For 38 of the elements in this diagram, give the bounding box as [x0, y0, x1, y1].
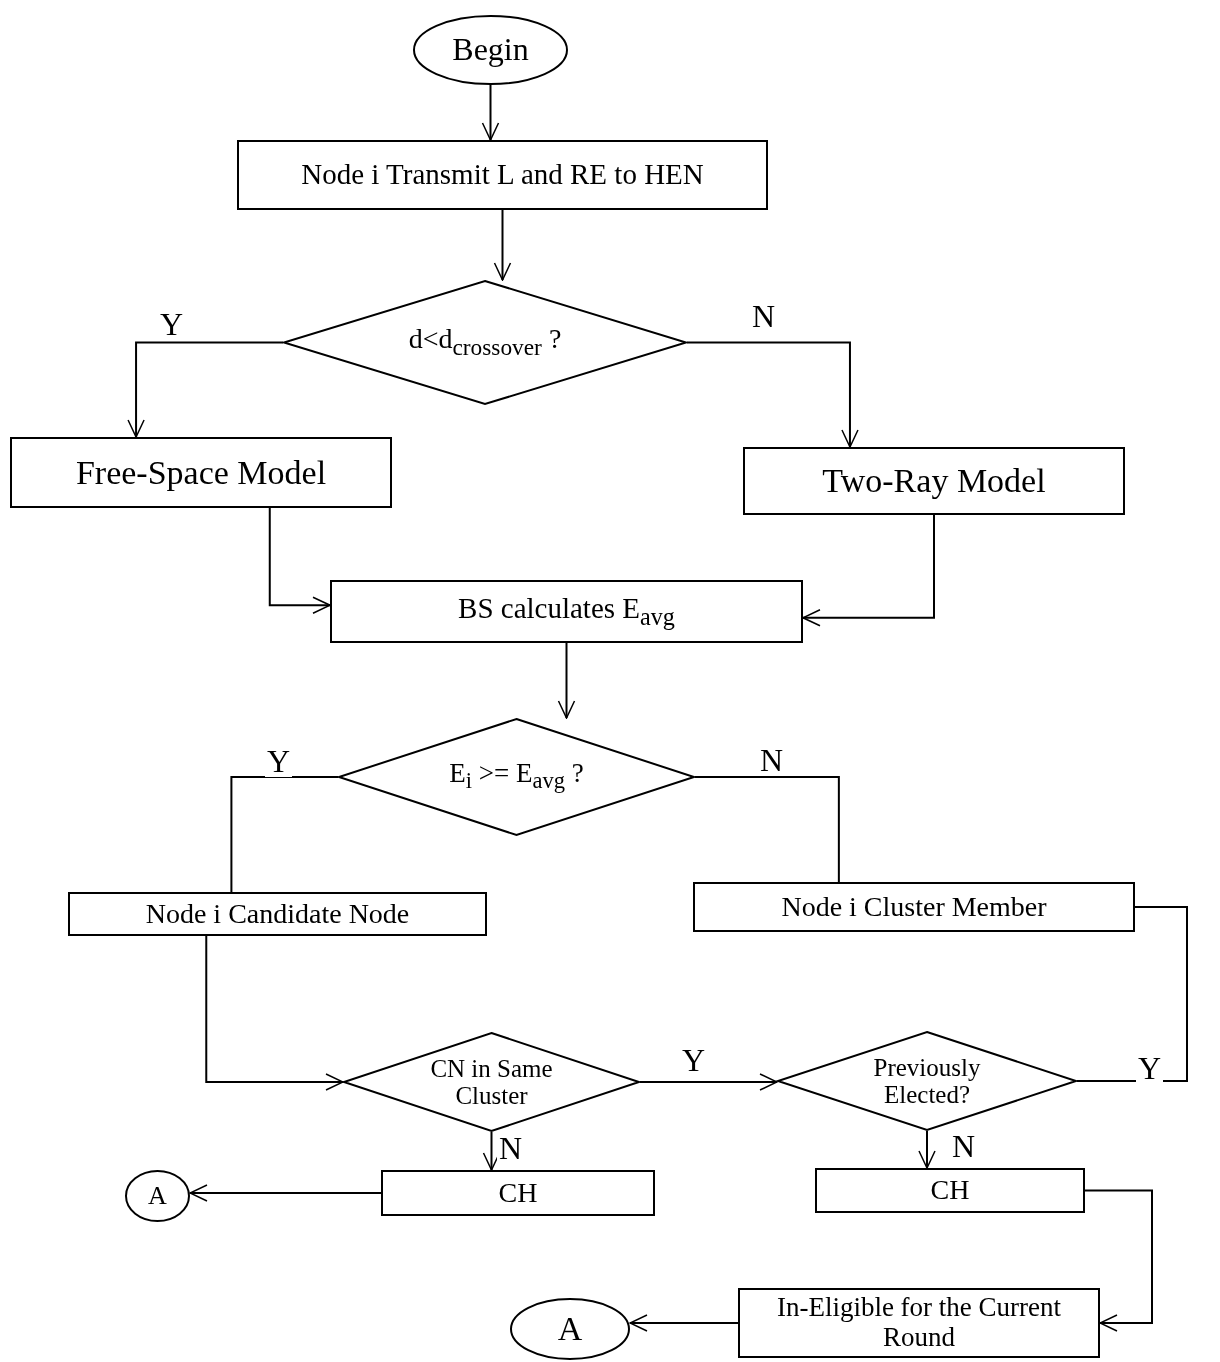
process-box — [815, 1168, 1085, 1213]
node-text: BS calculates E$_{avg}$ — [458, 592, 675, 631]
process-box — [237, 140, 768, 210]
arrow — [629, 1314, 739, 1332]
arrow — [557, 642, 576, 719]
node-text: CH — [498, 1177, 538, 1209]
node-text: Node i Candidate Node — [145, 898, 410, 930]
node-text: CH — [930, 1175, 970, 1206]
arrow — [493, 209, 512, 281]
node-text: Begin — [452, 32, 529, 68]
arrow — [802, 514, 935, 627]
node-text: In-Eligible for the Current Round — [775, 1293, 1063, 1353]
node-text: A — [557, 1310, 583, 1348]
process-box — [738, 1288, 1100, 1358]
arrow — [918, 1130, 936, 1169]
arrow — [205, 935, 344, 1091]
arrow — [1084, 1189, 1153, 1332]
node-text: Node i Cluster Member — [781, 891, 1047, 923]
decision-text: Previously Elected? — [872, 1053, 982, 1109]
process-box — [68, 892, 487, 936]
arrow — [639, 1073, 778, 1091]
process-box — [381, 1170, 655, 1216]
process-box — [693, 882, 1135, 932]
arrow — [481, 84, 500, 141]
arrow — [686, 341, 859, 448]
arrow — [268, 507, 331, 614]
process-box — [330, 580, 803, 643]
node-text: Free-Space Model — [75, 453, 327, 492]
process-box — [10, 437, 392, 508]
decision-text: d<d$_{crossover}$ ? — [408, 324, 562, 361]
arrow — [189, 1184, 382, 1202]
node-text: Node i Transmit L and RE to HEN — [301, 159, 704, 191]
process-box — [743, 447, 1125, 515]
arrow — [127, 341, 284, 438]
node-text: A — [148, 1181, 167, 1211]
node-text: Two-Ray Model — [822, 462, 1046, 500]
decision-text: E$_{i}$ >= E$_{avg}$ ? — [449, 759, 584, 795]
decision-text: CN in Same Cluster — [429, 1054, 554, 1110]
